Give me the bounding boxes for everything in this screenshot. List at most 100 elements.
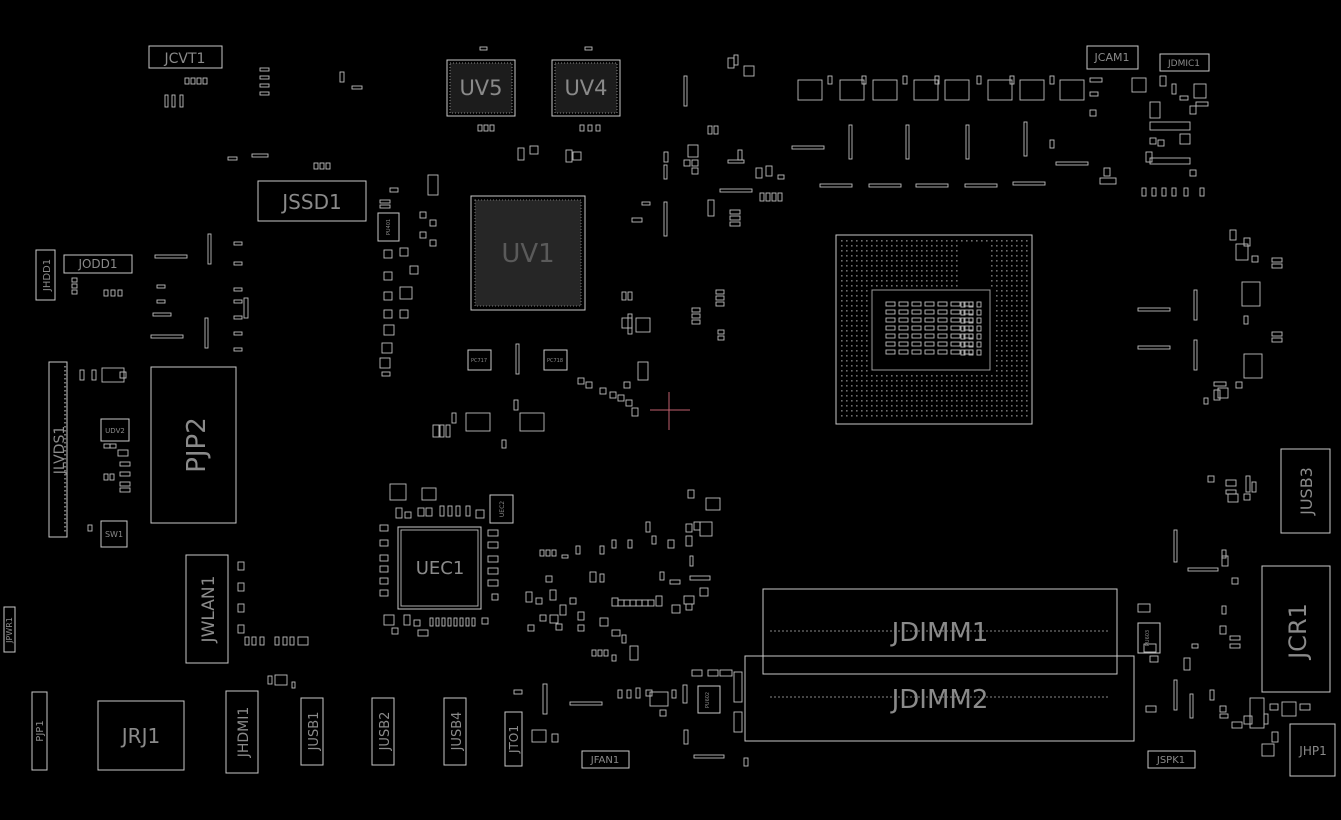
passive-pad (117, 449, 129, 457)
passive-pad (379, 204, 391, 209)
passive-pad (635, 687, 641, 699)
component-pjp1[interactable]: PJP1 (31, 691, 48, 771)
component-jto1[interactable]: JTO1 (504, 711, 523, 767)
component-uv1[interactable]: UV1 (470, 195, 586, 311)
component-jusb4[interactable]: JUSB4 (443, 697, 467, 766)
passive-pad (419, 211, 427, 219)
component-pc718[interactable]: PC718 (543, 349, 568, 371)
passive-pad (513, 399, 519, 411)
component-jwlan1[interactable]: JWLAN1 (185, 554, 229, 664)
passive-pad (1049, 75, 1055, 85)
passive-pad (1249, 697, 1265, 729)
passive-pad (577, 377, 585, 385)
component-uec2[interactable]: UEC2 (489, 494, 514, 524)
passive-pad (1173, 529, 1178, 563)
passive-pad (691, 307, 701, 313)
component-jpwr1[interactable]: JPWR1 (3, 606, 16, 653)
component-sw1[interactable]: SW1 (100, 520, 128, 548)
component-pc717[interactable]: PC717 (467, 349, 492, 371)
passive-pad (569, 597, 577, 605)
passive-pad (519, 412, 545, 432)
component-cpu-socket[interactable] (835, 234, 1033, 425)
passive-pad (237, 561, 245, 571)
passive-pad (621, 291, 627, 301)
passive-pad (777, 192, 783, 202)
passive-pad (1171, 187, 1177, 197)
component-jhdmi1[interactable]: JHDMI1 (225, 690, 259, 774)
passive-pad (545, 575, 553, 583)
passive-pad (171, 94, 176, 108)
passive-pad (1189, 105, 1197, 115)
component-jusb2[interactable]: JUSB2 (371, 697, 395, 766)
passive-pad (579, 124, 585, 132)
passive-pad (1219, 625, 1227, 635)
component-jssd1[interactable]: JSSD1 (257, 180, 367, 222)
passive-pad (1243, 715, 1253, 725)
component-jcvt1[interactable]: JCVT1 (148, 45, 223, 69)
passive-pad (599, 545, 605, 555)
passive-pad (119, 481, 131, 487)
component-jdimm1[interactable]: JDIMM1 (762, 588, 1118, 675)
component-jhdd1[interactable]: JHDD1 (35, 249, 56, 301)
passive-pad (501, 439, 507, 449)
passive-pad (1209, 689, 1215, 701)
passive-pad (481, 617, 489, 625)
passive-pad (325, 162, 331, 170)
component-jdmic1[interactable]: JDMIC1 (1159, 53, 1210, 72)
component-pjp2[interactable]: PJP2 (150, 366, 237, 524)
passive-pad (1221, 549, 1227, 559)
component-jlvds1[interactable]: JLVDS1 (48, 361, 68, 538)
component-pu401[interactable]: PU401 (377, 212, 400, 242)
passive-pad (379, 589, 389, 597)
passive-pad (611, 654, 617, 662)
component-jusb1[interactable]: JUSB1 (300, 697, 324, 766)
passive-pad (383, 291, 393, 301)
label-jcam1: JCAM1 (1094, 51, 1130, 64)
component-jfan1[interactable]: JFAN1 (581, 750, 630, 769)
component-jcr1[interactable]: JCR1 (1261, 565, 1331, 693)
passive-pad (379, 524, 389, 532)
passive-pad (395, 507, 403, 519)
passive-pad (154, 254, 188, 259)
passive-pad (699, 521, 713, 537)
component-jdimm2[interactable]: JDIMM2 (744, 655, 1135, 742)
passive-pad (1271, 263, 1283, 269)
passive-pad (465, 412, 491, 432)
passive-pad (1245, 475, 1251, 493)
passive-pad (531, 729, 547, 743)
component-udv2[interactable]: UDV2 (100, 418, 130, 442)
component-jspk1[interactable]: JSPK1 (1147, 750, 1196, 769)
passive-pad (717, 335, 725, 341)
passive-pad (409, 265, 419, 275)
component-pu603[interactable]: PU603 (1137, 622, 1161, 654)
component-jcam1[interactable]: JCAM1 (1086, 45, 1139, 70)
passive-pad (184, 77, 190, 85)
passive-pad (119, 471, 131, 477)
label-jto1: JTO1 (507, 725, 521, 754)
passive-pad (1261, 743, 1275, 757)
component-uv5[interactable]: UV5 (446, 59, 516, 117)
passive-pad (429, 617, 434, 627)
passive-pad (545, 549, 551, 557)
component-uec1[interactable]: UEC1 (397, 526, 482, 610)
passive-pad (685, 535, 693, 547)
passive-pad (389, 187, 399, 193)
component-jhp1[interactable]: JHP1 (1289, 723, 1336, 777)
passive-pad (529, 145, 539, 155)
passive-pad (119, 371, 127, 379)
component-jusb3[interactable]: JUSB3 (1280, 448, 1331, 534)
passive-pad (259, 67, 270, 72)
label-jrj1: JRJ1 (120, 724, 160, 748)
component-jrj1[interactable]: JRJ1 (97, 700, 185, 771)
component-jodd1[interactable]: JODD1 (63, 254, 133, 274)
passive-pad (575, 545, 581, 555)
passive-pad (119, 461, 131, 467)
component-uv4[interactable]: UV4 (551, 59, 621, 117)
passive-pad (243, 297, 249, 319)
passive-pad (649, 691, 669, 707)
passive-pad (445, 424, 451, 438)
passive-pad (259, 636, 265, 646)
passive-pad (527, 624, 535, 632)
component-pu602[interactable]: PU602 (697, 685, 721, 714)
passive-pad (379, 357, 391, 369)
